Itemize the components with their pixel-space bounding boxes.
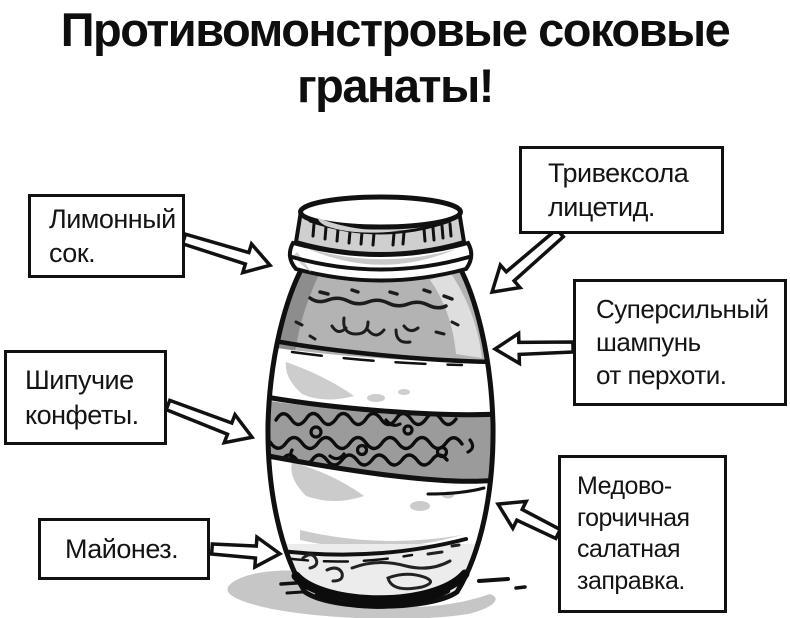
arrow-dressing <box>495 499 563 541</box>
label-trivexol: Тривексола лицетид. <box>519 146 724 234</box>
jar-body <box>265 263 496 609</box>
label-dressing: Медово- горчичная салатная заправка. <box>558 455 727 613</box>
arrow-mayonnaise <box>209 533 284 571</box>
jar-lid <box>293 194 467 256</box>
label-line: салатная <box>577 535 681 563</box>
layer-dressing-band <box>267 451 494 548</box>
jar-shadow <box>227 570 527 618</box>
page-title: Противомонстровые соковые гранаты! <box>0 2 790 115</box>
label-line: Шипучие <box>25 365 134 396</box>
layer-shampoo-band <box>267 336 494 416</box>
label-shampoo: Суперсильный шампунь от перхоти. <box>573 279 787 406</box>
label-line: конфеты. <box>25 399 139 430</box>
callout-arrows <box>163 226 575 571</box>
label-line: сок. <box>49 238 96 268</box>
label-line: горчичная <box>577 503 690 532</box>
label-line: Суперсильный <box>596 294 769 325</box>
label-line: Тривексола <box>548 157 689 188</box>
arrow-lemon-juice <box>180 232 274 276</box>
arrow-shampoo <box>491 330 575 367</box>
label-mayonnaise: Майонез. <box>38 518 210 580</box>
label-line: шампунь <box>596 327 701 358</box>
label-line: Майонез. <box>65 533 179 564</box>
arrow-fizzy-candy <box>163 398 256 445</box>
arrow-trivexol <box>489 226 566 295</box>
label-line: Медово- <box>577 472 672 500</box>
label-line: заправка. <box>577 566 685 595</box>
title-line-2: гранаты! <box>297 59 494 113</box>
label-line: от перхоти. <box>596 359 727 390</box>
label-line: Лимонный <box>49 203 176 234</box>
lid-tick-marks <box>311 222 453 247</box>
label-lemon-juice: Лимонный сок. <box>28 194 185 278</box>
label-line: лицетид. <box>548 192 655 222</box>
label-fizzy-candy: Шипучие конфеты. <box>4 350 167 445</box>
title-line-1: Противомонстровые соковые <box>60 3 731 56</box>
